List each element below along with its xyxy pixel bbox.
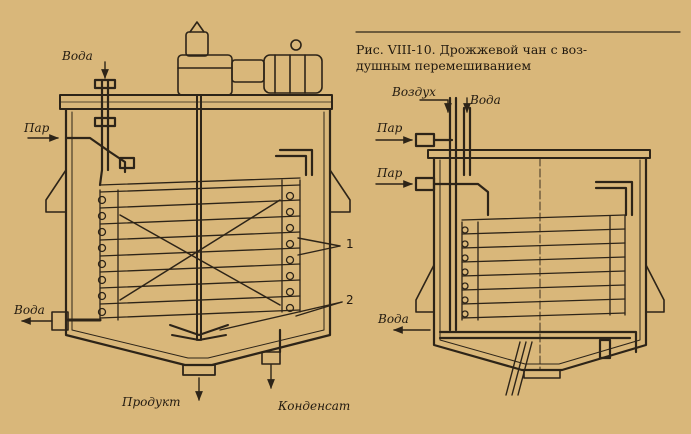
left-pipes [64,78,314,354]
label-right-water-out: Вода [377,312,409,326]
caption-line2: душным перемешиванием [356,58,531,73]
right-vat [415,149,665,379]
right-pipes [414,96,638,360]
label-number-2: 2 [346,293,354,307]
label-water-in: Вода [61,49,93,63]
label-right-water-in: Вода [469,93,501,107]
left-coils [97,177,301,321]
label-air: Воздух [391,85,436,99]
label-steam: Пар [23,121,50,135]
label-water-out: Вода [13,303,45,317]
agitator-motor [177,21,323,96]
left-arrows [21,61,343,401]
label-condensate: Конденсат [277,399,350,413]
right-arrows [375,97,533,396]
right-coils [461,214,626,321]
caption-line1: Рис. VIII-10. Дрожжевой чан с воз- [356,42,587,57]
label-number-1: 1 [346,237,354,251]
label-right-steam-2: Пар [376,166,403,180]
label-right-steam-1: Пар [376,121,403,135]
label-product: Продукт [121,395,180,409]
agitator-shaft [169,94,229,341]
